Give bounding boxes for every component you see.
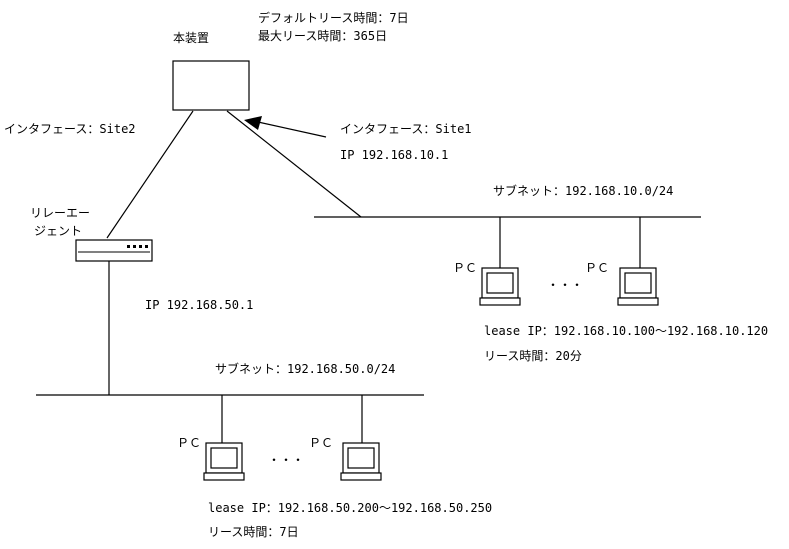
- net50-pc1-icon: [203, 442, 245, 481]
- site1-interface-label: インタフェース：Site1: [340, 122, 472, 136]
- site1-ip: IP 192.168.10.1: [340, 148, 449, 162]
- net10-pc2-label: ＰＣ: [585, 261, 610, 275]
- net50-ellipsis: ・・・: [268, 453, 305, 467]
- net50-pc2-label: ＰＣ: [309, 436, 334, 450]
- relay-agent-led: [127, 245, 130, 248]
- net50-pc2-icon: [340, 442, 382, 481]
- link-site1: [226, 110, 362, 218]
- device-lease-default: デフォルトリース時間：7日: [258, 11, 409, 25]
- relay-agent-led: [139, 245, 142, 248]
- net10-pc1-icon: [479, 267, 521, 306]
- net50-subnet: サブネット：192.168.50.0/24: [215, 362, 396, 376]
- relay-agent-led: [133, 245, 136, 248]
- relay-agent-ip: IP 192.168.50.1: [145, 298, 254, 312]
- net10-pc2-icon: [617, 267, 659, 306]
- device-lease-max: 最大リース時間：365日: [258, 29, 388, 43]
- relay-agent-device: [75, 239, 153, 262]
- net10-pc1-label: ＰＣ: [453, 261, 478, 275]
- net50-lease-ip: lease IP：192.168.50.200～192.168.50.250: [208, 501, 493, 515]
- relay-agent-label-line2: ジェント: [34, 224, 83, 238]
- device-box: [172, 60, 250, 111]
- relay-agent-led: [145, 245, 148, 248]
- link-site2: [106, 110, 194, 239]
- net10-lease-ip: lease IP：192.168.10.100～192.168.10.120: [484, 324, 769, 338]
- net10-ellipsis: ・・・: [547, 278, 584, 292]
- net10-lease-time: リース時間：20分: [484, 349, 582, 363]
- net50-lease-time: リース時間：7日: [208, 525, 299, 539]
- site1-pointer-arrowhead: [244, 116, 262, 130]
- net50-pc1-label: ＰＣ: [177, 436, 202, 450]
- site2-interface-label: インタフェース：Site2: [4, 122, 136, 136]
- device-title: 本装置: [173, 31, 210, 45]
- net10-subnet: サブネット：192.168.10.0/24: [493, 184, 674, 198]
- relay-agent-label-line1: リレーエー: [30, 206, 91, 220]
- site1-pointer-line: [257, 121, 327, 138]
